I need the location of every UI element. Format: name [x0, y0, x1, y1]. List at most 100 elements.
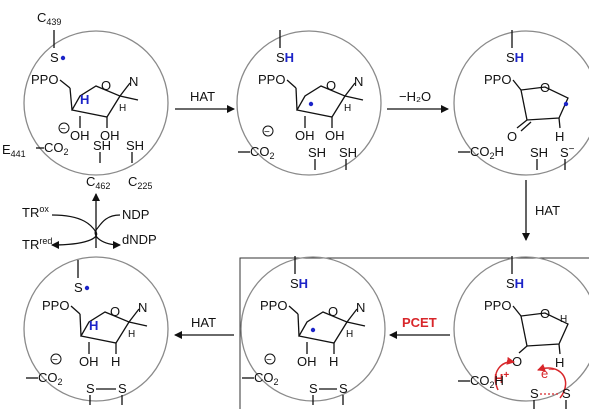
dndp-label: dNDP [122, 232, 157, 247]
proton-transfer-arrow [494, 356, 515, 391]
c2-h: H [329, 354, 338, 369]
panel-substrate-radical-start: C439 S PPO H O N H OH OH − E441 CO2 SH S… [2, 10, 169, 191]
radical-dot [60, 55, 66, 61]
abstractable-h: H [80, 92, 89, 107]
thiol-sh: SH [506, 276, 524, 291]
electron-transfer-arrow [537, 363, 567, 399]
anomeric-h: H [128, 329, 135, 340]
disulfide-s1: S [309, 381, 318, 396]
c2-h: H [555, 129, 564, 144]
proton-label: H+ [494, 370, 509, 386]
ketone-oxygen: O [507, 129, 517, 144]
thiol-sh: SH [276, 50, 294, 65]
thiol-sh: SH [290, 276, 308, 291]
hydroxyl-3: OH [79, 354, 99, 369]
anomeric-h: H [119, 103, 126, 114]
radical-dot [84, 285, 90, 291]
ring-oxygen: O [540, 306, 550, 321]
arrow-hat-top-label: HAT [190, 89, 215, 104]
residue-c225-label: C225 [128, 174, 152, 191]
panel-reduced-intermediate: SH PPO O N H OH H − CO2 S S [240, 256, 386, 405]
ppo-label: PPO [42, 298, 69, 313]
ndp-label: NDP [122, 207, 149, 222]
active-site-circle [23, 256, 169, 402]
panel-ketyl-radical: SH PPO O O H CO2H SH S− [453, 30, 589, 176]
c2-h: H [555, 355, 564, 370]
thiol-c225: SH [339, 145, 357, 160]
radical-dot [563, 101, 569, 107]
carboxylic-acid: CO2H [470, 144, 504, 161]
curved-arrow-ndp [94, 214, 121, 249]
thiol-sh: SH [506, 50, 524, 65]
arrow-dehydration-label: −H₂O [399, 89, 431, 104]
ring-oxygen: O [328, 304, 338, 319]
active-site-circle [23, 30, 169, 176]
c2-h: H [111, 354, 120, 369]
highlight-box [239, 257, 589, 409]
carboxylate: CO2 [38, 370, 63, 387]
tr-oxidized: TRox [22, 204, 49, 220]
arrow-hat-bottom-label: HAT [191, 315, 216, 330]
electron-label: e− [541, 365, 554, 381]
thiol-c462: SH [93, 138, 111, 153]
nucleobase-n: N [354, 74, 363, 89]
hydroxyl-3: OH [297, 354, 317, 369]
active-site-circle [453, 30, 589, 176]
residue-c439-label: C439 [37, 10, 61, 27]
anomeric-h: H [346, 329, 353, 340]
radical-dot [310, 327, 316, 333]
nucleobase-n: N [138, 300, 147, 315]
thioredoxin-regeneration: TRox TRred NDP dNDP [22, 193, 157, 252]
thiyl-sulfur: S [50, 50, 59, 65]
nucleobase-n: N [129, 74, 138, 89]
disulfide-s1: S [86, 381, 95, 396]
disulfide-s2: S [339, 381, 348, 396]
active-site-circle [453, 256, 589, 402]
carboxylate-charge: − [264, 127, 270, 138]
carboxylic-acid: CO2H [470, 373, 504, 390]
anomeric-h: H [344, 103, 351, 114]
thiolate-c225: S− [560, 144, 575, 160]
carboxylate-charge: − [266, 355, 272, 366]
panel-3-prime-radical: SH PPO O N H OH OH − CO2 SH SH [236, 30, 382, 176]
thiyl-sulfur: S [74, 280, 83, 295]
carboxylate: CO2 [250, 144, 275, 161]
ring-oxygen: O [326, 78, 336, 93]
anomeric-h: H [560, 314, 567, 325]
arrow-hat-right-label: HAT [535, 203, 560, 218]
thiol-c462: SH [530, 145, 548, 160]
panel-pcet-reduction: SH PPO O H O H H+ e− CO2H S S [453, 256, 589, 409]
radical-dot [308, 101, 314, 107]
carboxylate-charge: − [60, 124, 66, 135]
active-site-circle [236, 30, 382, 176]
ring-oxygen: O [110, 304, 120, 319]
disulfide-s1: S [530, 386, 539, 401]
curved-arrow-tr [51, 214, 98, 249]
ppo-label: PPO [484, 72, 511, 87]
nucleobase-n: N [356, 300, 365, 315]
ring-oxygen: O [540, 80, 550, 95]
thiol-c225: SH [126, 138, 144, 153]
disulfide-s2: S [118, 381, 127, 396]
hydroxyl-3: OH [70, 128, 90, 143]
disulfide-s2: S [562, 386, 571, 401]
arrow-pcet-label: PCET [402, 315, 437, 330]
tr-reduced: TRred [22, 236, 52, 252]
carboxylate: CO2 [44, 140, 69, 157]
residue-e441-label: E441 [2, 142, 26, 159]
ppo-label: PPO [258, 72, 285, 87]
hydroxyl-2: OH [325, 128, 345, 143]
carboxylate-charge: − [52, 355, 58, 366]
ring-oxygen: O [101, 78, 111, 93]
ppo-label: PPO [31, 72, 58, 87]
ppo-label: PPO [260, 298, 287, 313]
hydroxyl-2: OH [100, 128, 120, 143]
ppo-label: PPO [484, 298, 511, 313]
carboxylate: CO2 [254, 370, 279, 387]
hydroxyl-3: OH [295, 128, 315, 143]
ketone-oxygen: O [512, 354, 522, 369]
thiol-c462: SH [308, 145, 326, 160]
returned-h: H [89, 318, 98, 333]
panel-product-thiyl-radical: S PPO H O N H OH H − CO2 S S [23, 256, 169, 405]
